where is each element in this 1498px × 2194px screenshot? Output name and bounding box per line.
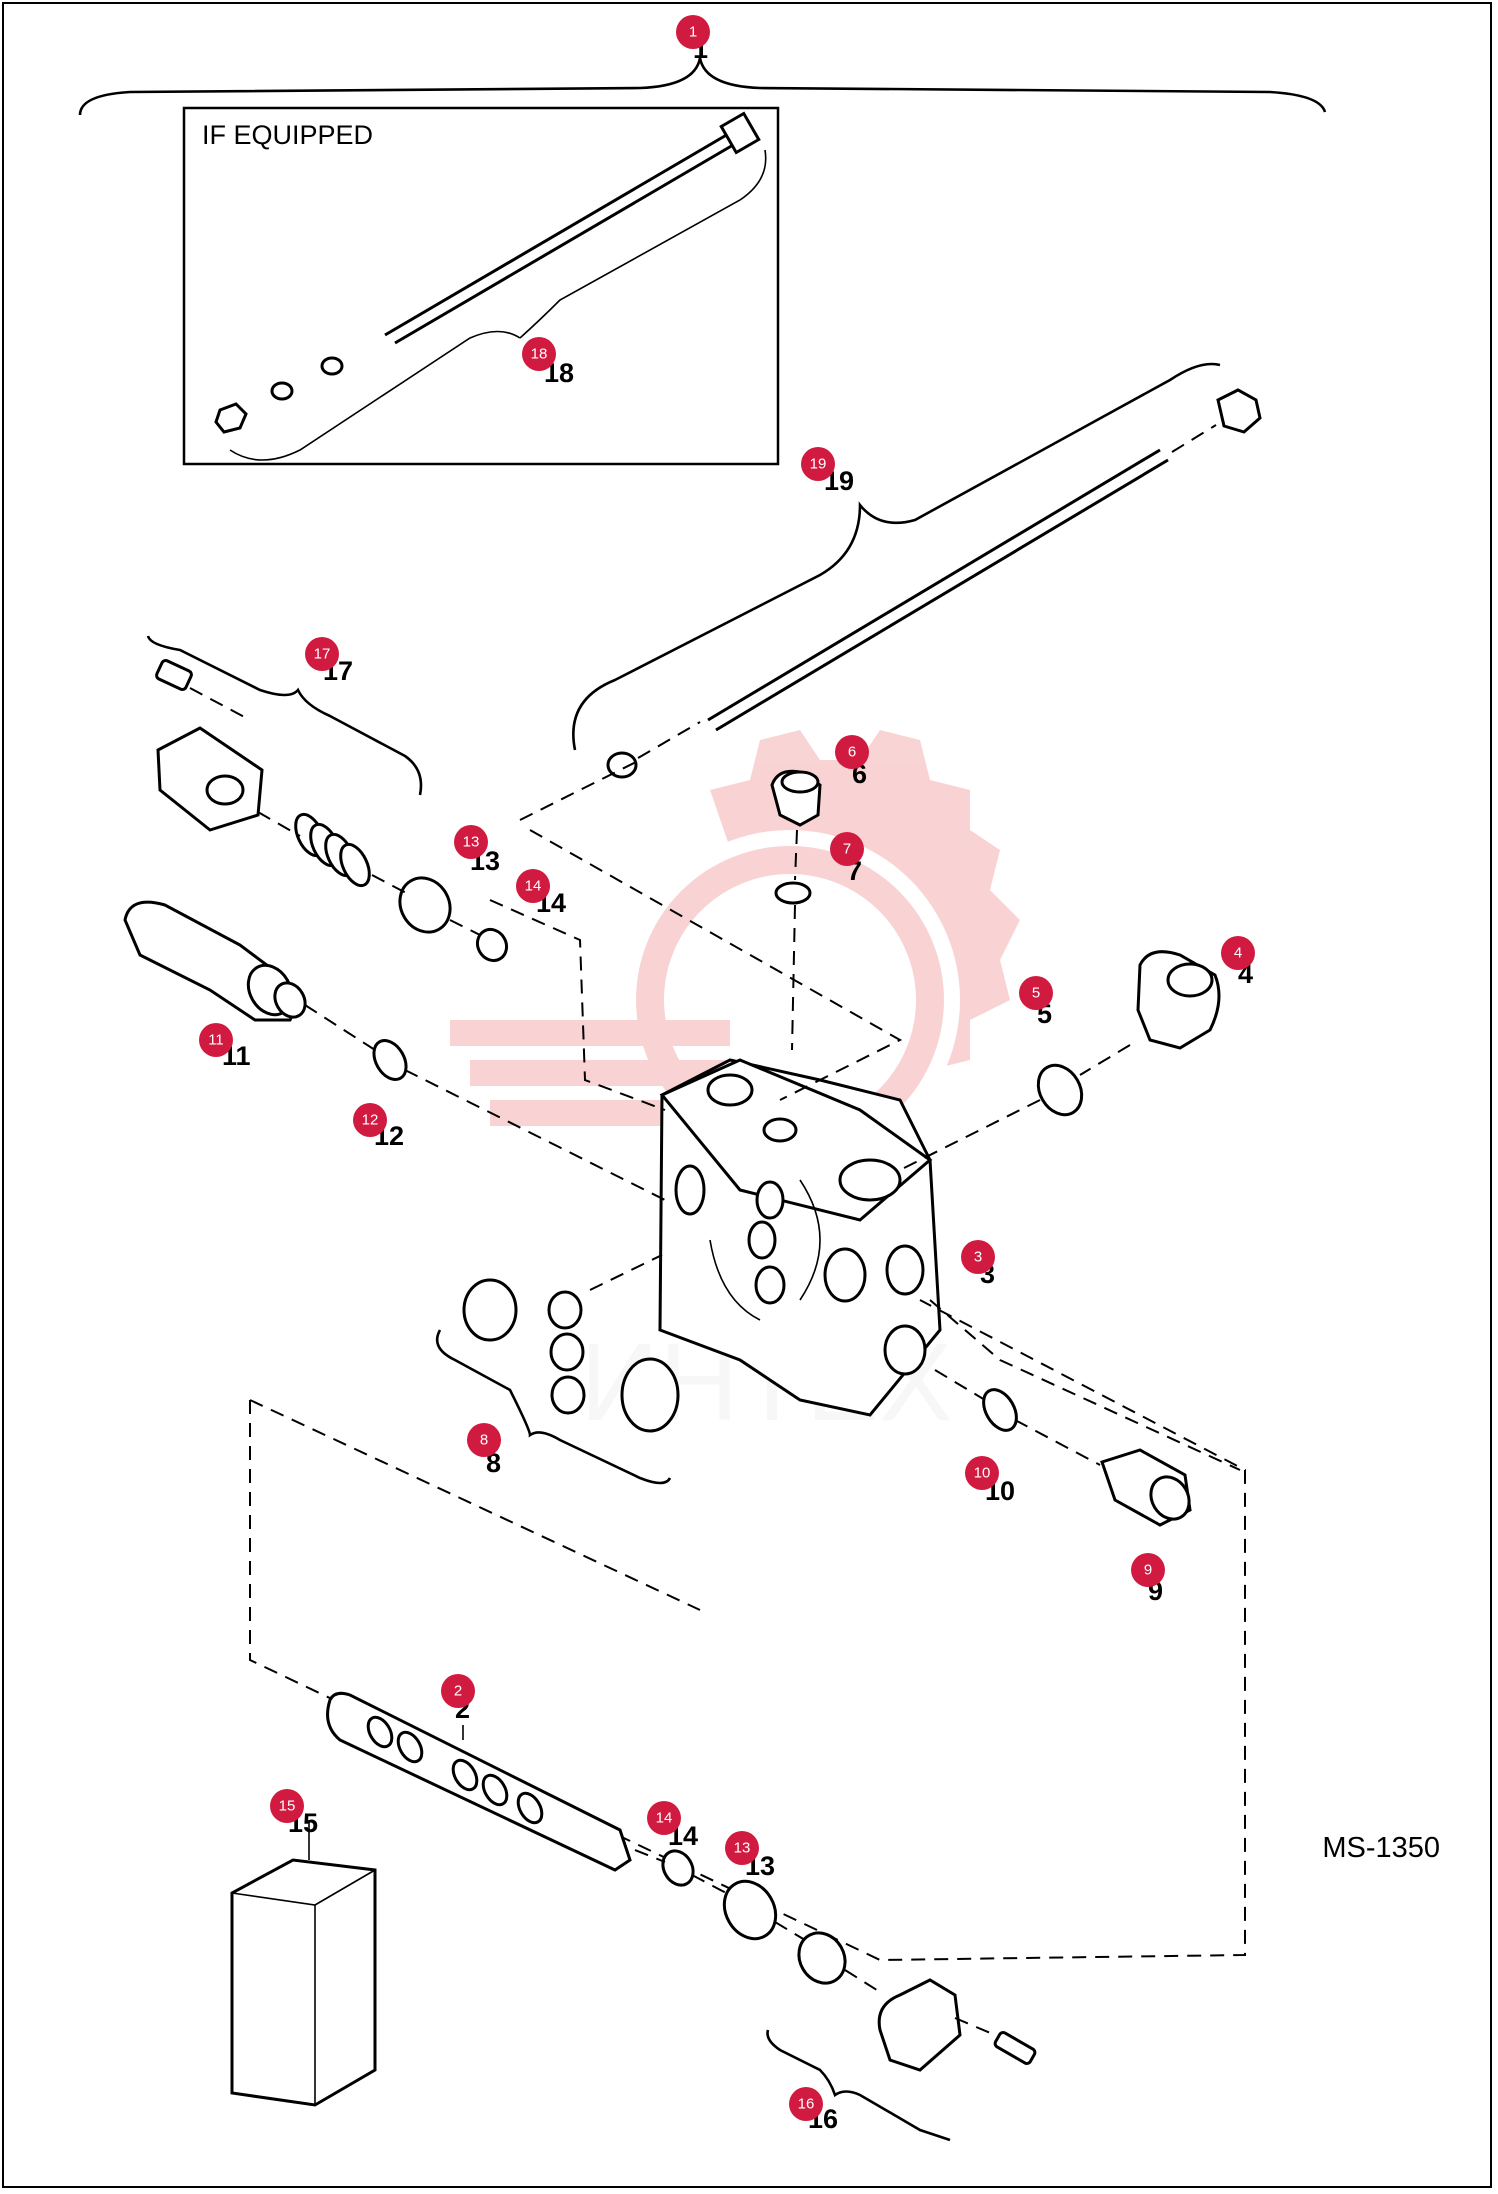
svg-text:4: 4 xyxy=(1234,945,1242,962)
svg-text:14: 14 xyxy=(656,1810,673,1827)
callout-badge[interactable]: 12 xyxy=(353,1103,387,1137)
seal-kit-box-15 xyxy=(230,1820,377,2107)
inset-box xyxy=(182,106,780,466)
callout-badge[interactable]: 14 xyxy=(516,869,550,903)
callout-badge[interactable]: 14 xyxy=(647,1801,681,1835)
svg-text:11: 11 xyxy=(208,1032,224,1049)
plug-assembly-lower xyxy=(934,1369,1192,1527)
svg-text:18: 18 xyxy=(531,346,548,363)
watermark-gear xyxy=(710,730,1020,1130)
svg-text:1: 1 xyxy=(689,24,697,41)
callout-badge[interactable]: 17 xyxy=(305,637,339,671)
callout-badge[interactable]: 5 xyxy=(1019,976,1053,1010)
tie-rod-19 xyxy=(572,362,1262,779)
callout-badge[interactable]: 16 xyxy=(789,2087,823,2121)
svg-text:17: 17 xyxy=(314,646,331,663)
callout-badge[interactable]: 11 xyxy=(199,1023,233,1057)
svg-text:19: 19 xyxy=(810,456,827,473)
svg-text:15: 15 xyxy=(279,1798,296,1815)
inset-tie-rod xyxy=(214,111,767,461)
callout-badge[interactable]: 7 xyxy=(830,832,864,866)
cap-assembly-17 xyxy=(146,635,509,963)
callout-badge[interactable]: 13 xyxy=(454,825,488,859)
callout-badge[interactable]: 1 xyxy=(676,15,710,49)
brace-item-1 xyxy=(78,57,1327,116)
svg-text:14: 14 xyxy=(525,878,542,895)
svg-text:9: 9 xyxy=(1144,1562,1152,1579)
svg-text:16: 16 xyxy=(798,2096,815,2113)
svg-text:8: 8 xyxy=(480,1432,488,1449)
spring xyxy=(294,812,371,888)
svg-text:12: 12 xyxy=(362,1112,379,1129)
callout-badge[interactable]: 9 xyxy=(1131,1553,1165,1587)
callout-badge[interactable]: 18 xyxy=(522,337,556,371)
callout-badge[interactable]: 19 xyxy=(801,447,835,481)
callouts: 1 2 3 4 5 6 7 8 9 10 11 12 13 14 15 16 1… xyxy=(199,15,1255,2121)
spool-2 xyxy=(326,1691,632,1872)
relief-valve-11 xyxy=(123,900,666,1201)
plug-assembly-upper xyxy=(770,769,1221,1171)
svg-text:10: 10 xyxy=(974,1465,991,1482)
guide-lines xyxy=(249,759,1246,1962)
inset-label: IF EQUIPPED xyxy=(202,120,374,150)
watermark-bar-1 xyxy=(450,1020,730,1046)
callout-badge[interactable]: 6 xyxy=(835,735,869,769)
callout-badge[interactable]: 4 xyxy=(1221,936,1255,970)
svg-text:13: 13 xyxy=(734,1840,751,1857)
callout-badge[interactable]: 15 xyxy=(270,1789,304,1823)
drawing-code: MS-1350 xyxy=(1322,1832,1440,1864)
valve-body xyxy=(658,1058,942,1417)
callout-badge[interactable]: 8 xyxy=(467,1423,501,1457)
svg-text:7: 7 xyxy=(843,841,851,858)
callout-badge[interactable]: 10 xyxy=(965,1456,999,1490)
svg-text:5: 5 xyxy=(1032,985,1040,1002)
svg-text:13: 13 xyxy=(463,834,480,851)
svg-text:6: 6 xyxy=(848,744,856,761)
o-ring-kit-8 xyxy=(435,1278,680,1485)
cap-assembly-16 xyxy=(634,1849,1037,2142)
callout-badge[interactable]: 13 xyxy=(725,1831,759,1865)
callout-badge[interactable]: 3 xyxy=(961,1240,995,1274)
svg-text:3: 3 xyxy=(974,1249,982,1266)
svg-text:2: 2 xyxy=(454,1683,462,1700)
callout-badge[interactable]: 2 xyxy=(441,1674,475,1708)
